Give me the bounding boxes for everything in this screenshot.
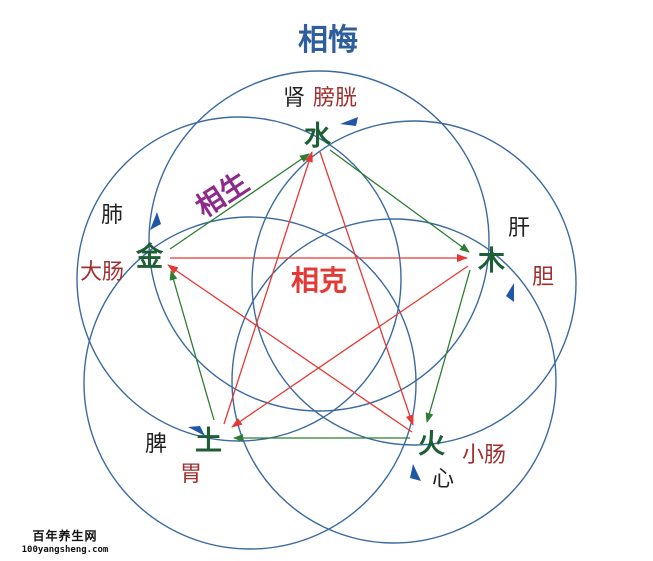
generating-title: 相生	[190, 166, 255, 224]
organ-liver: 肝	[508, 216, 530, 241]
element-wood: 木	[477, 246, 505, 277]
organ-bladder: 膀胱	[313, 86, 357, 111]
overcoming-arrow-earth-water	[223, 151, 313, 425]
watermark-site-url: 100yangsheng.com	[21, 545, 109, 555]
element-earth: 土	[195, 426, 222, 457]
counter-circle-fire	[231, 218, 557, 544]
element-water: 水	[304, 121, 332, 152]
counter-circles	[76, 70, 577, 550]
element-fire: 火	[418, 429, 445, 460]
overcoming-arrow-fire-metal	[167, 264, 413, 433]
organ-stomach: 胃	[180, 462, 202, 487]
counter-circle-metal	[76, 116, 402, 442]
counter-circle-water	[148, 70, 490, 412]
organ-gallbladder: 胆	[532, 265, 554, 290]
overcoming-arrow-wood-earth	[231, 265, 469, 428]
counter-arrowhead-to-fire	[410, 464, 421, 481]
counter-arrowhead-to-earth	[188, 426, 205, 436]
overcoming-title: 相克	[291, 264, 347, 297]
counter-arrowhead-to-wood	[506, 283, 514, 302]
site-watermark: 百年养生网 100yangsheng.com	[10, 529, 120, 556]
counter-title: 相悔	[298, 23, 358, 58]
organ-large-intestine: 大肠	[80, 260, 124, 285]
overcoming-arrow-water-fire	[319, 151, 414, 426]
generating-arrow-water-wood	[329, 149, 470, 253]
generating-arrow-wood-fire	[425, 269, 471, 423]
watermark-site-name: 百年养生网	[32, 529, 98, 543]
counter-circle-wood	[251, 120, 577, 446]
counter-arrowheads	[150, 117, 514, 481]
organ-small-intestine: 小肠	[462, 443, 506, 468]
generating-arrow-earth-metal	[169, 270, 215, 421]
element-metal: 金	[135, 241, 164, 273]
organ-spleen: 脾	[145, 432, 167, 457]
generating-arrow-metal-water	[169, 153, 310, 250]
organ-heart: 心	[432, 467, 454, 492]
overcoming-cycle	[167, 151, 469, 433]
counter-arrowhead-to-water	[340, 117, 358, 126]
organ-lung: 肺	[101, 203, 123, 228]
counter-circle-earth	[83, 216, 417, 550]
generating-cycle	[169, 149, 471, 442]
organ-kidney: 肾	[283, 86, 305, 111]
counter-arrowhead-to-metal	[150, 212, 161, 230]
